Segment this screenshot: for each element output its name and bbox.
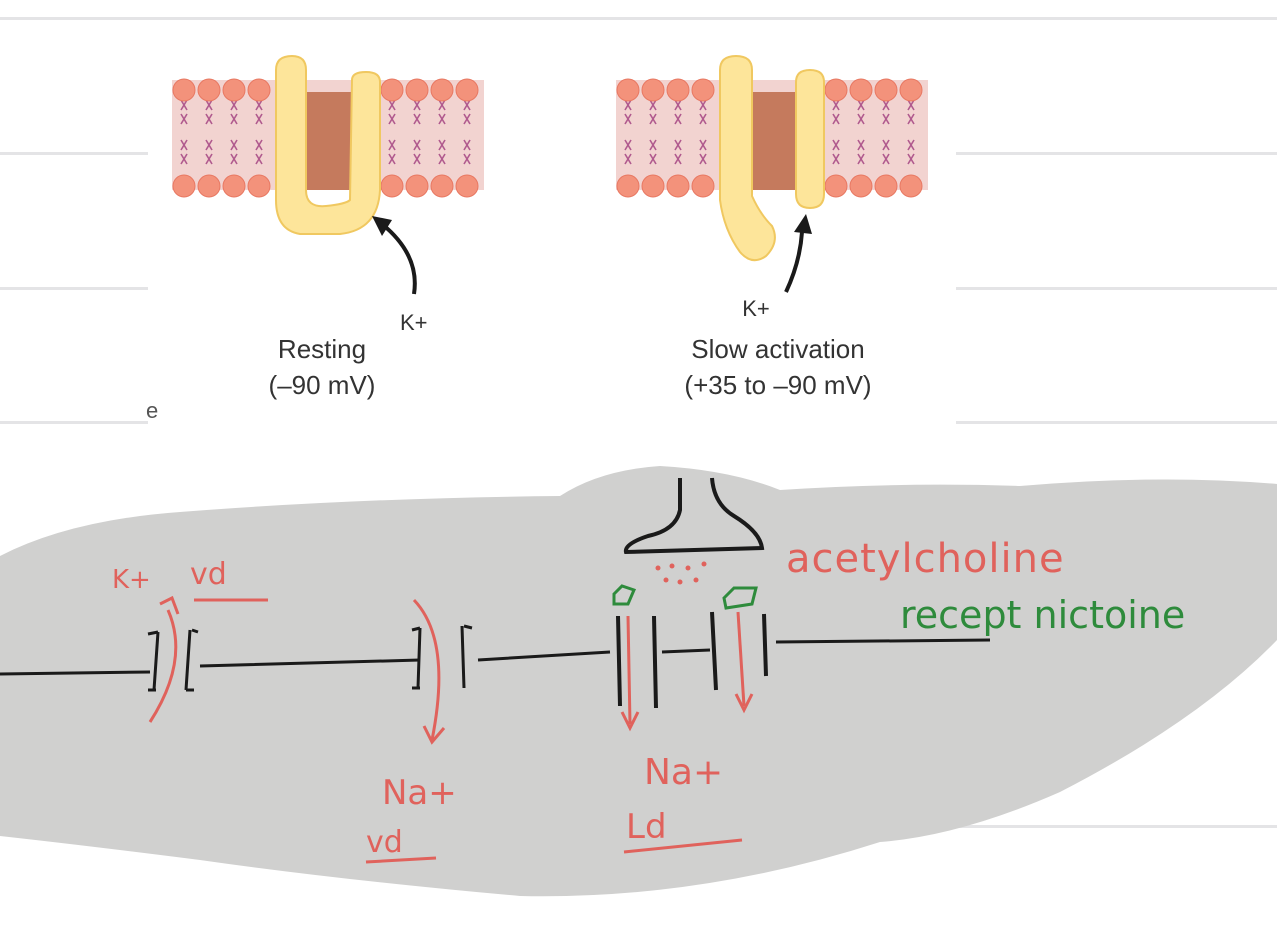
lipid-head <box>641 78 665 102</box>
lipid-head <box>197 78 221 102</box>
state-label: Resting <box>278 334 366 364</box>
lipid-head <box>172 78 196 102</box>
lipid-head <box>616 174 640 198</box>
lipid-head <box>666 78 690 102</box>
state-label: Slow activation <box>691 334 864 364</box>
membrane-line <box>0 638 991 676</box>
lipid-head <box>172 174 196 198</box>
lipid-heads-bottom <box>172 174 479 198</box>
ion-flow-arrow <box>784 231 804 293</box>
ion-flow-arrow <box>736 611 746 707</box>
ion-flow-arrow <box>626 615 632 725</box>
underline <box>623 838 743 854</box>
receptor-label: recept nictoine <box>900 593 1185 637</box>
voltage-label: (–90 mV) <box>269 370 376 400</box>
lipid-head <box>222 174 246 198</box>
ion-label: K+ <box>742 296 770 321</box>
channel-pore <box>305 92 357 190</box>
resting-channel-panel: K+ Resting (–90 mV) <box>172 54 484 400</box>
neurotransmitter-label: acetylcholine <box>786 536 1065 582</box>
gating-label: vd <box>366 825 403 860</box>
lipid-head <box>691 174 715 198</box>
arrow-head <box>422 725 446 745</box>
ion-flow-arrow <box>412 598 441 741</box>
receptor-binding-site <box>722 586 758 610</box>
arrow-head <box>794 214 812 234</box>
gating-label: vd <box>190 557 227 592</box>
lipid-heads-bottom <box>616 174 923 198</box>
lipid-head <box>874 174 898 198</box>
lipid-heads-top <box>172 78 479 102</box>
ion-label: Na+ <box>382 773 457 813</box>
ion-label: K+ <box>400 310 428 335</box>
arrow-head <box>159 595 180 615</box>
channel-protein <box>275 54 381 235</box>
potassium-channel: K+ vd <box>112 557 268 723</box>
ion-flow-arrow <box>148 609 178 723</box>
lipid-head <box>247 78 271 102</box>
sodium-voltage-channel: Na+ vd <box>365 598 473 864</box>
ion-label: K+ <box>112 565 151 595</box>
ion-label: Na+ <box>644 752 723 793</box>
arrow-head <box>372 216 392 236</box>
lipid-head <box>380 78 404 102</box>
arrow-head <box>734 693 754 714</box>
lipid-head <box>380 174 404 198</box>
gating-label: Ld <box>626 807 667 847</box>
lipid-head <box>849 78 873 102</box>
lipid-head <box>455 174 479 198</box>
ion-flow-arrow <box>380 222 417 295</box>
lipid-head <box>899 174 923 198</box>
stray-character: e <box>146 398 159 423</box>
lipid-head <box>616 78 640 102</box>
lipid-head <box>849 174 873 198</box>
lipid-head <box>430 174 454 198</box>
lipid-head <box>824 78 848 102</box>
lipid-head <box>222 78 246 102</box>
whiteboard-photo <box>0 466 1277 897</box>
channel-protein-open <box>719 54 776 262</box>
lipid-head <box>824 174 848 198</box>
nerve-terminal <box>623 477 765 555</box>
channel-pore <box>752 92 800 190</box>
ligand-gated-channel: acetylcholine recept nictoine Na+ Ld <box>612 536 1185 854</box>
lipid-head <box>247 174 271 198</box>
lipid-head <box>430 78 454 102</box>
lipid-head <box>455 78 479 102</box>
lipid-heads-top <box>616 78 923 102</box>
lipid-head <box>197 174 221 198</box>
neurotransmitter-dots <box>655 561 707 585</box>
voltage-label: (+35 to –90 mV) <box>684 370 871 400</box>
arrow-head <box>620 711 640 732</box>
lipid-head <box>405 174 429 198</box>
receptor-binding-site <box>612 584 637 606</box>
channel-protein-wall <box>795 68 825 210</box>
lipid-head <box>641 174 665 198</box>
lipid-head <box>899 78 923 102</box>
lipid-head <box>405 78 429 102</box>
underline <box>365 856 437 864</box>
lipid-head <box>691 78 715 102</box>
lipid-head <box>666 174 690 198</box>
activated-channel-panel: K+ Slow activation (+35 to –90 mV) <box>616 54 928 400</box>
notebook-rule <box>0 17 1277 20</box>
lipid-head <box>874 78 898 102</box>
